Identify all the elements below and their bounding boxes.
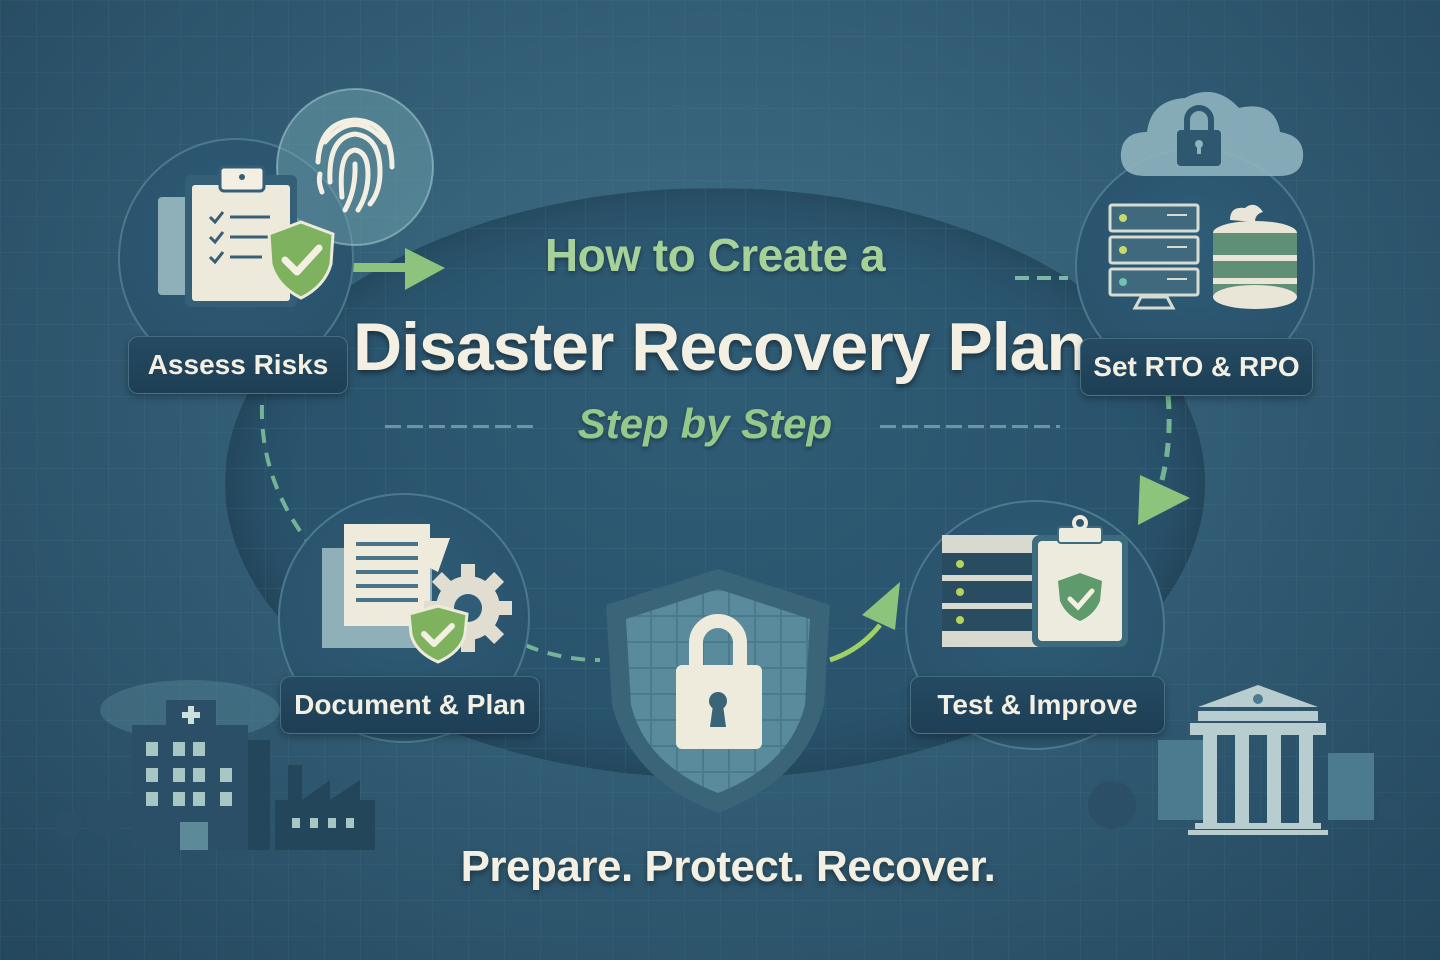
fingerprint-icon [276, 88, 434, 246]
clipboard-checklist-icon [158, 165, 297, 307]
divider-right [880, 425, 1060, 428]
pretitle: How to Create a [544, 229, 886, 281]
cloud-lock-icon [1120, 91, 1304, 176]
subtitle: Step by Step [577, 400, 833, 447]
step-assess-risks: Assess Risks [128, 336, 348, 394]
factory-icon [275, 765, 375, 850]
shield-lock-icon [606, 569, 830, 813]
clipboard-shield-icon [1032, 515, 1128, 647]
page-title: Disaster Recovery Plan [353, 309, 1088, 385]
hospital-icon [54, 680, 375, 850]
database-icon [1213, 221, 1297, 309]
tagline: Prepare. Protect. Recover. [460, 842, 996, 891]
step-set-rto-rpo: Set RTO & RPO [1080, 338, 1313, 396]
divider-left [385, 425, 535, 428]
shield-check-icon [267, 220, 335, 300]
step-test-improve: Test & Improve [910, 676, 1165, 734]
server-rack-icon [942, 515, 1128, 647]
step-document-plan: Document & Plan [280, 676, 540, 734]
shield-check-icon [407, 604, 469, 664]
server-rack-icon [1108, 203, 1297, 310]
bank-icon [1088, 685, 1402, 835]
